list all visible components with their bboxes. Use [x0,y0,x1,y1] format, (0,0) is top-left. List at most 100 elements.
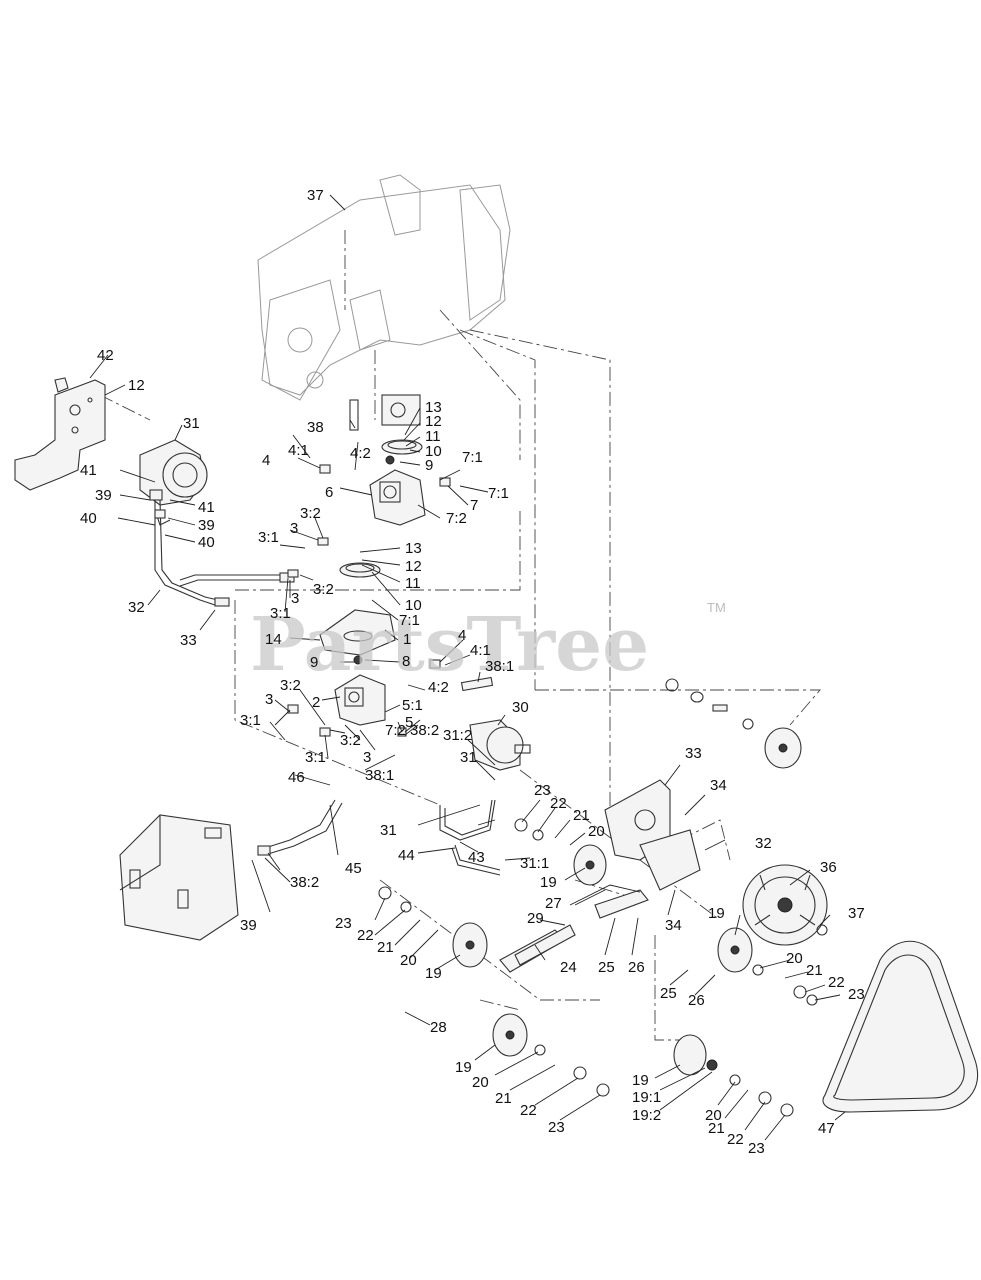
callout: 12 [128,377,145,394]
callout: 3 [265,691,273,708]
callout: 4:2 [350,445,371,462]
callout: 21 [377,939,394,956]
callout: 11 [405,575,421,592]
callout: 39 [240,917,257,934]
callout: 37 [848,905,865,922]
callout: 19:1 [632,1089,661,1106]
callout: 43 [468,849,485,866]
callout: 22 [520,1102,537,1119]
callout: 38:1 [365,767,394,784]
callout: 7:1 [399,612,420,629]
callout: 46 [288,769,305,786]
callout: 4:2 [428,679,449,696]
right-motor [469,719,531,771]
callout: 21 [806,962,823,979]
frame-ghost [257,174,511,401]
callout: 34 [710,777,727,794]
callout-labels: 37 42 12 31 41 39 40 41 39 40 32 33 4:1 … [80,187,865,1157]
hose-44 [257,799,343,856]
callout: 39 [198,517,215,534]
callout: 20 [400,952,417,969]
callout: 7:1 [488,485,509,502]
callout: 19 [708,905,725,922]
callout: 31:1 [520,855,549,872]
watermark-text: PartsTree [250,602,649,688]
callout: 13 [425,399,442,416]
callout: 25 [660,985,677,1002]
callout: 19 [540,874,557,891]
callout: 32 [128,599,145,616]
callout: 4:1 [470,642,491,659]
callout: 11 [425,428,441,445]
callout: 3:1 [258,529,279,546]
callout: 13 [405,540,422,557]
middle-pulley-bracket [319,562,396,665]
idler-arm [499,924,576,973]
callout: 28 [430,1019,447,1036]
callout: 21 [573,807,590,824]
callout: 44 [398,847,415,864]
callout: 20 [786,950,803,967]
callout: 20 [705,1107,722,1124]
callout: 7:2 [446,510,467,527]
callout: 34 [665,917,682,934]
callout: 1 [403,631,411,648]
callout: 7:2 [385,722,406,739]
callout: 38:2 [290,874,319,891]
callout: 3 [363,749,371,766]
callout: 3:1 [240,712,261,729]
callout: 38:2 [410,722,439,739]
watermark: PartsTree TM [250,600,726,688]
callout: 21 [495,1090,512,1107]
callout: 32 [755,835,772,852]
callout: 3:2 [313,581,334,598]
callout: 12 [405,558,422,575]
callout: 14 [265,631,282,648]
callout: 3:2 [340,732,361,749]
callout: 3:2 [300,505,321,522]
callout: 40 [198,534,215,551]
callout: 4 [262,452,270,469]
callout: 19 [425,965,442,982]
hose-lines-left [149,489,295,607]
watermark-trademark: TM [707,600,726,615]
callout: 23 [335,915,352,932]
callout: 39 [95,487,112,504]
callout: 37 [307,187,324,204]
callout: 40 [80,510,97,527]
callout: 29 [527,910,544,927]
callout: 2 [312,694,320,711]
tank [119,814,239,941]
callout: 3:1 [270,605,291,622]
callout: 41 [80,462,97,479]
callout: 23 [548,1119,565,1136]
washers-rings [378,678,828,1117]
callout: 38:1 [485,658,514,675]
callout: 8 [402,653,410,670]
callout: 22 [550,795,567,812]
callout: 33 [180,632,197,649]
callout: 24 [560,959,577,976]
callout: 23 [848,986,865,1003]
callout: 33 [685,745,702,762]
callout: 6 [325,484,333,501]
callout: 27 [545,895,562,912]
callout: 31:2 [443,727,472,744]
callout: 31 [380,822,397,839]
callout: 10 [405,597,422,614]
leader-lines [89,194,846,1141]
callout: 47 [818,1120,835,1137]
callout: 19:2 [632,1107,661,1124]
left-bracket-assembly [14,377,208,526]
callout: 10 [425,443,442,460]
callout: 3:1 [305,749,326,766]
callout: 4 [458,627,466,644]
callout: 21 [708,1120,725,1137]
callout: 20 [588,823,605,840]
right-bracket [594,779,701,919]
hose-lines-right [439,799,501,876]
callout: 5 [405,714,413,731]
drive-belt [822,940,979,1113]
callout: 25 [598,959,615,976]
